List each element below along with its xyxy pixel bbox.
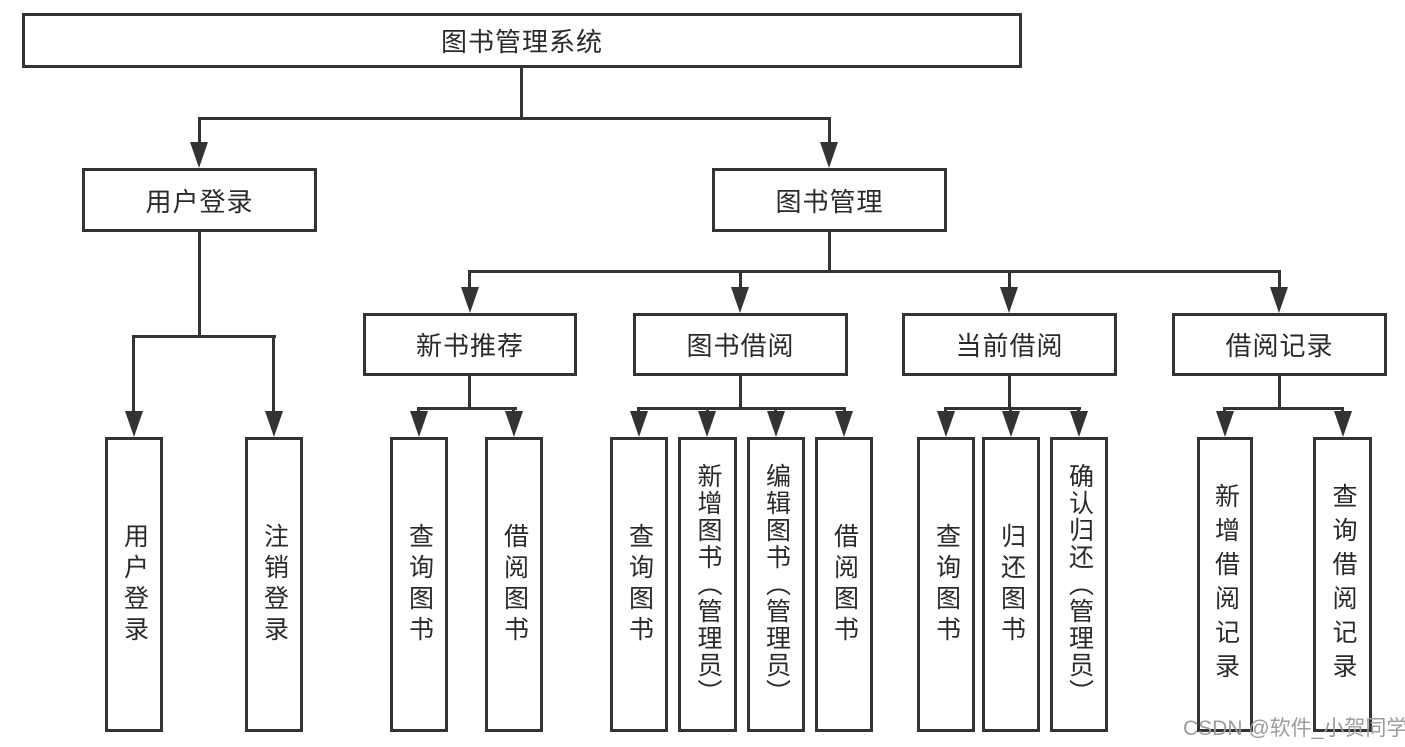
connector-user-login-stem bbox=[198, 232, 201, 338]
connector-current-borrow-stem bbox=[1008, 376, 1011, 410]
leaf-borrow-books-recommend-label: 借阅图书 bbox=[500, 522, 529, 647]
arrow-borrow-books-recommend bbox=[505, 411, 523, 437]
connector-drop-borrow-record bbox=[1278, 270, 1281, 290]
arrow-leaf-user-login bbox=[125, 411, 143, 437]
leaf-borrow-books-label: 借阅图书 bbox=[830, 522, 859, 647]
node-borrow-record: 借阅记录 bbox=[1172, 313, 1387, 376]
leaf-return-books-label: 归还图书 bbox=[997, 522, 1026, 647]
leaf-query-books-recommend: 查询图书 bbox=[390, 437, 448, 732]
arrow-query-books-borrow bbox=[630, 411, 648, 437]
arrow-current-borrow bbox=[1000, 287, 1018, 313]
arrow-borrow-books bbox=[835, 411, 853, 437]
node-borrow-record-label: 借阅记录 bbox=[1225, 331, 1334, 361]
leaf-edit-books-admin: 编辑图书（管理员） bbox=[747, 437, 805, 732]
node-book-management-label: 图书管理 bbox=[775, 186, 884, 217]
leaf-edit-books-admin-label: 编辑图书（管理员） bbox=[762, 463, 791, 706]
leaf-query-borrow-record-label: 查询借阅记录 bbox=[1329, 482, 1357, 687]
arrow-add-borrow-record bbox=[1216, 411, 1234, 437]
connector-borrow-record-hbar bbox=[1223, 407, 1344, 410]
leaf-borrow-books: 借阅图书 bbox=[815, 437, 873, 732]
arrow-user-login bbox=[190, 142, 208, 168]
connector-book-management-hbar bbox=[468, 270, 1281, 273]
connector-new-book-recommend-stem bbox=[468, 376, 471, 410]
connector-book-borrow-hbar bbox=[637, 407, 846, 410]
connector-current-borrow-hbar bbox=[944, 407, 1081, 410]
node-user-login-label: 用户登录 bbox=[145, 186, 254, 217]
leaf-query-books-borrow-label: 查询图书 bbox=[625, 522, 654, 647]
leaf-confirm-return-admin: 确认归还（管理员） bbox=[1050, 437, 1108, 732]
connector-drop-leaf-logout bbox=[272, 335, 275, 417]
connector-root-stem bbox=[520, 68, 523, 120]
node-book-borrow: 图书借阅 bbox=[633, 313, 848, 376]
leaf-user-login: 用户登录 bbox=[105, 437, 163, 732]
node-root-label: 图书管理系统 bbox=[440, 27, 603, 57]
arrow-book-management bbox=[820, 142, 838, 168]
connector-drop-book-management bbox=[828, 117, 831, 147]
arrow-leaf-logout bbox=[265, 411, 283, 437]
leaf-add-borrow-record: 新增借阅记录 bbox=[1197, 437, 1253, 732]
arrow-query-books-recommend bbox=[410, 411, 428, 437]
leaf-add-books-admin-label: 新增图书（管理员） bbox=[694, 463, 722, 706]
connector-book-borrow-stem bbox=[739, 376, 742, 410]
node-current-borrow: 当前借阅 bbox=[902, 313, 1117, 376]
node-user-login: 用户登录 bbox=[82, 168, 317, 232]
connector-drop-book-borrow bbox=[739, 270, 742, 290]
arrow-query-borrow-record bbox=[1334, 411, 1352, 437]
node-book-management: 图书管理 bbox=[712, 168, 947, 232]
leaf-query-books-current: 查询图书 bbox=[917, 437, 975, 732]
connector-drop-user-login bbox=[198, 117, 201, 147]
arrow-edit-books-admin bbox=[767, 411, 785, 437]
arrow-return-books bbox=[1002, 411, 1020, 437]
node-new-book-recommend: 新书推荐 bbox=[363, 313, 577, 376]
node-book-borrow-label: 图书借阅 bbox=[686, 331, 795, 361]
leaf-query-borrow-record: 查询借阅记录 bbox=[1313, 437, 1372, 732]
leaf-borrow-books-recommend: 借阅图书 bbox=[485, 437, 543, 732]
leaf-return-books: 归还图书 bbox=[982, 437, 1040, 732]
node-current-borrow-label: 当前借阅 bbox=[955, 331, 1064, 361]
connector-user-login-hbar bbox=[132, 335, 276, 338]
leaf-user-login-label: 用户登录 bbox=[120, 522, 149, 647]
node-root: 图书管理系统 bbox=[22, 13, 1022, 68]
leaf-logout-label: 注销登录 bbox=[260, 522, 289, 647]
connector-borrow-record-stem bbox=[1278, 376, 1281, 410]
connector-drop-current-borrow bbox=[1008, 270, 1011, 290]
connector-drop-leaf-user-login bbox=[132, 335, 135, 417]
connector-drop-new-book-recommend bbox=[468, 270, 471, 290]
leaf-add-borrow-record-label: 新增借阅记录 bbox=[1211, 482, 1240, 687]
arrow-borrow-record bbox=[1270, 287, 1288, 313]
connector-book-management-stem bbox=[828, 232, 831, 273]
arrow-confirm-return-admin bbox=[1070, 411, 1088, 437]
connector-new-book-recommend-hbar bbox=[417, 407, 517, 410]
leaf-query-books-recommend-label: 查询图书 bbox=[405, 522, 434, 647]
connector-root-hbar bbox=[198, 117, 831, 120]
arrow-new-book-recommend bbox=[461, 287, 479, 313]
leaf-logout: 注销登录 bbox=[245, 437, 303, 732]
leaf-query-books-borrow: 查询图书 bbox=[610, 437, 668, 732]
leaf-query-books-current-label: 查询图书 bbox=[932, 522, 961, 647]
arrow-query-books-current bbox=[937, 411, 955, 437]
csdn-watermark: CSDN @软件_小贺同学 bbox=[1183, 717, 1405, 740]
arrow-add-books-admin bbox=[698, 411, 716, 437]
node-new-book-recommend-label: 新书推荐 bbox=[415, 331, 524, 361]
leaf-confirm-return-admin-label: 确认归还（管理员） bbox=[1065, 463, 1094, 706]
arrow-book-borrow bbox=[731, 287, 749, 313]
leaf-add-books-admin: 新增图书（管理员） bbox=[678, 437, 737, 732]
